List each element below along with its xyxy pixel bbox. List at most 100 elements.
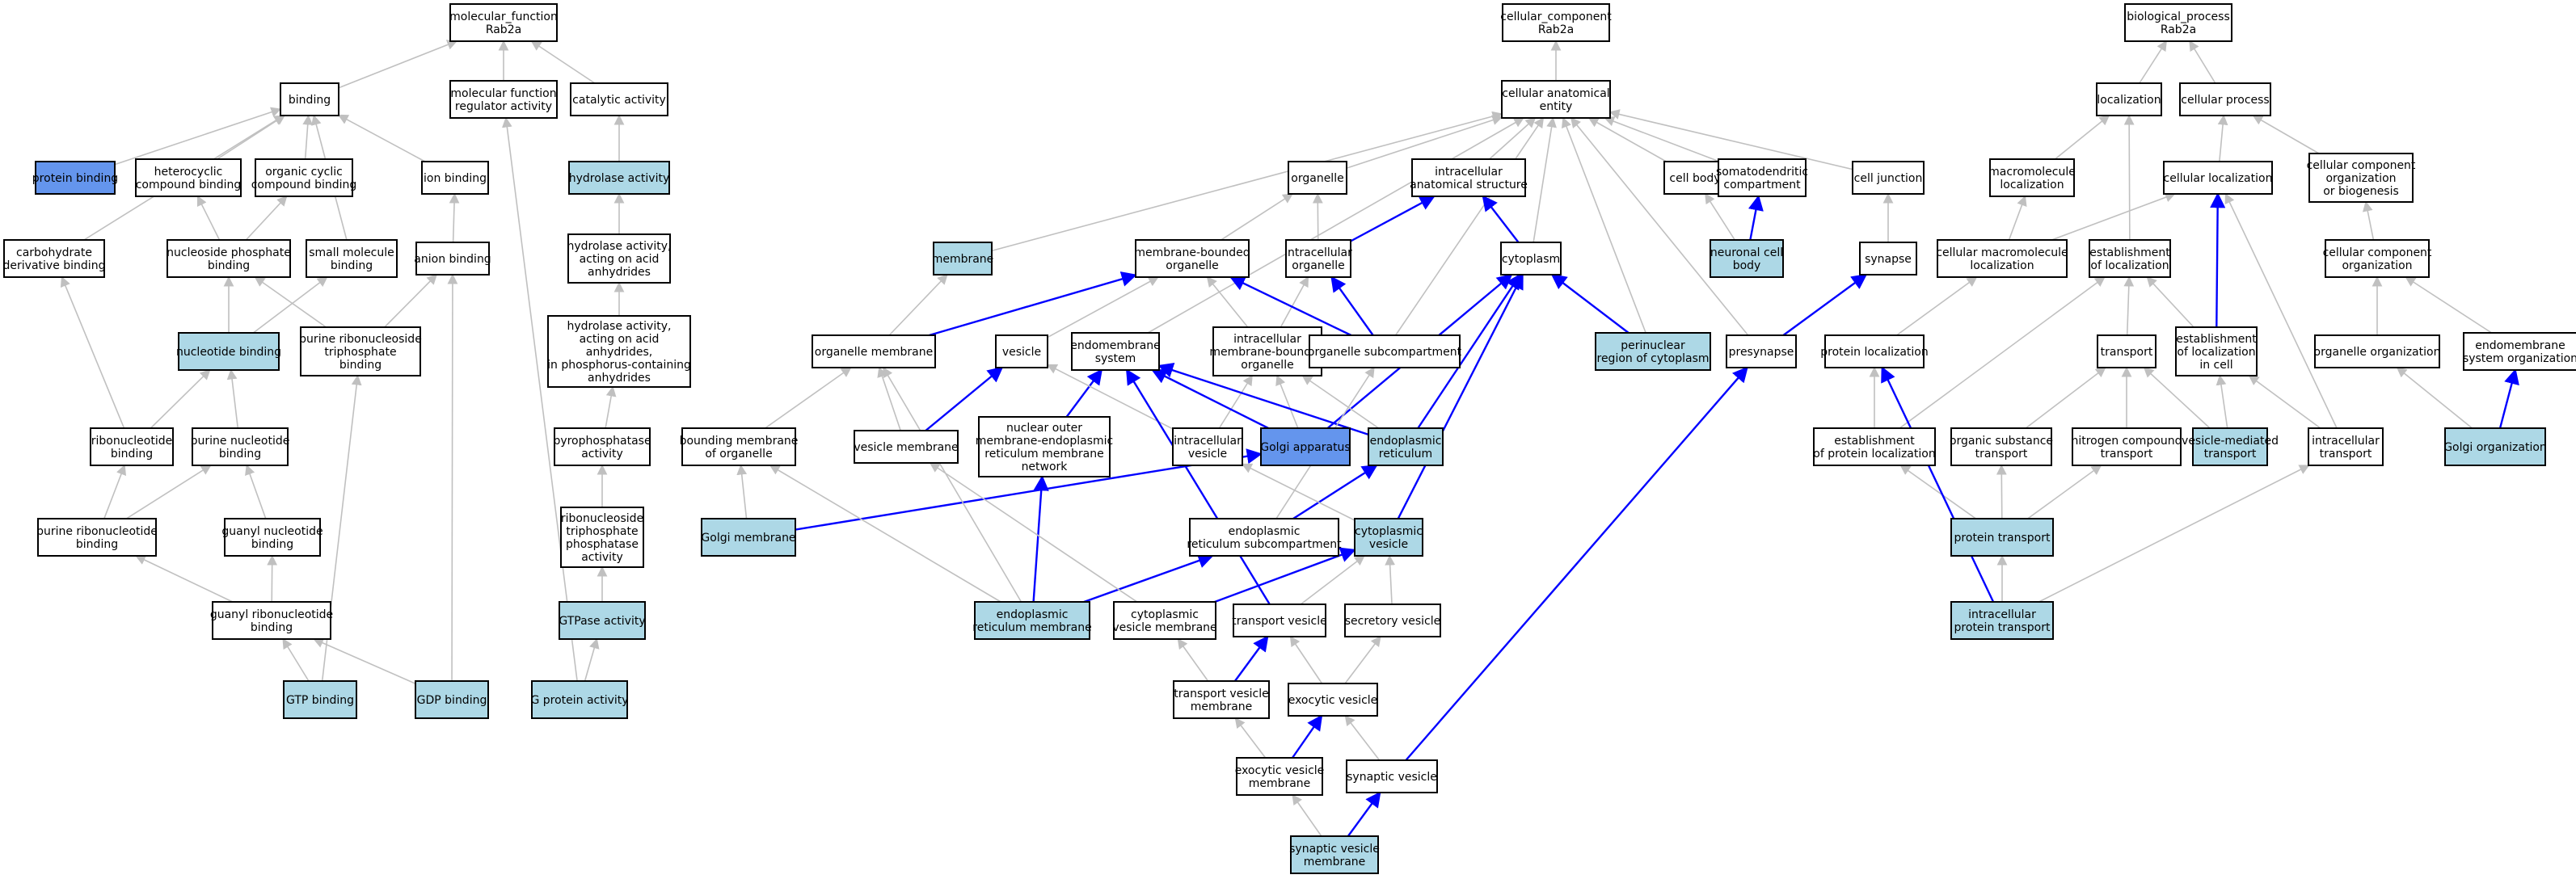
node-localization[interactable]: localization: [2096, 82, 2162, 116]
node-cytoplasm[interactable]: cytoplasm: [1500, 242, 1562, 275]
node-synapse[interactable]: synapse: [1859, 242, 1917, 275]
node-gprot[interactable]: G protein activity: [530, 680, 629, 719]
node-golgiorg[interactable]: Golgi organization: [2443, 427, 2547, 466]
node-exoves[interactable]: exocytic vesicle: [1288, 683, 1378, 717]
node-orgmem[interactable]: organelle membrane: [812, 334, 936, 368]
node-anion[interactable]: anion binding: [414, 242, 491, 275]
node-gdpbind[interactable]: GDP binding: [415, 680, 489, 719]
node-cellbody[interactable]: cell body: [1663, 161, 1726, 195]
node-catalytic[interactable]: catalytic activity: [570, 82, 668, 116]
node-golgi[interactable]: Golgi apparatus: [1260, 427, 1351, 466]
node-cellproc[interactable]: cellular process: [2179, 82, 2271, 116]
edge-protloc-to-cmacroloc: [1896, 276, 1978, 336]
node-golgimem[interactable]: Golgi membrane: [701, 518, 796, 557]
node-orgsub[interactable]: organelle subcompartment: [1308, 334, 1462, 368]
edge-gdpbind-to-anion: [447, 273, 458, 682]
node-label: membrane: [932, 253, 994, 266]
node-transves[interactable]: transport vesicle: [1232, 604, 1327, 637]
node-organelle[interactable]: organelle: [1288, 161, 1347, 195]
node-cellloc[interactable]: cellular localization: [2163, 161, 2273, 195]
node-gtpase[interactable]: GTPase activity: [559, 601, 646, 640]
node-presyn[interactable]: presynapse: [1726, 334, 1797, 368]
node-gtpbind[interactable]: GTP binding: [283, 680, 357, 719]
node-vesicle[interactable]: vesicle: [995, 334, 1048, 368]
node-protbind[interactable]: protein binding: [32, 161, 118, 195]
node-orgorg[interactable]: organelle organization: [2314, 334, 2441, 368]
node-secves[interactable]: secretory vesicle: [1344, 604, 1441, 637]
node-hydrolase[interactable]: hydrolase activity: [568, 161, 670, 195]
node-protloc[interactable]: protein localization: [1820, 334, 1929, 368]
node-box: [449, 80, 558, 119]
node-ionbind[interactable]: ion binding: [421, 161, 489, 195]
node-synves[interactable]: synaptic vesicle: [1346, 759, 1438, 793]
edge-purribotri-to-nucphos: [254, 276, 327, 328]
node-label: protein binding: [32, 172, 118, 185]
node-binding[interactable]: binding: [280, 82, 339, 116]
node-transport[interactable]: transport: [2097, 334, 2157, 368]
node-prottrans[interactable]: protein transport: [1950, 518, 2054, 557]
node-box: [978, 416, 1111, 477]
node-box: [2314, 334, 2440, 368]
node-celljunc[interactable]: cell junction: [1852, 161, 1925, 195]
node-label: nucleotide binding: [176, 346, 281, 359]
node-nucbind[interactable]: nucleotide binding: [176, 332, 281, 371]
node-vesmem[interactable]: vesicle membrane: [854, 430, 959, 464]
node-membrane[interactable]: membrane: [932, 242, 994, 275]
